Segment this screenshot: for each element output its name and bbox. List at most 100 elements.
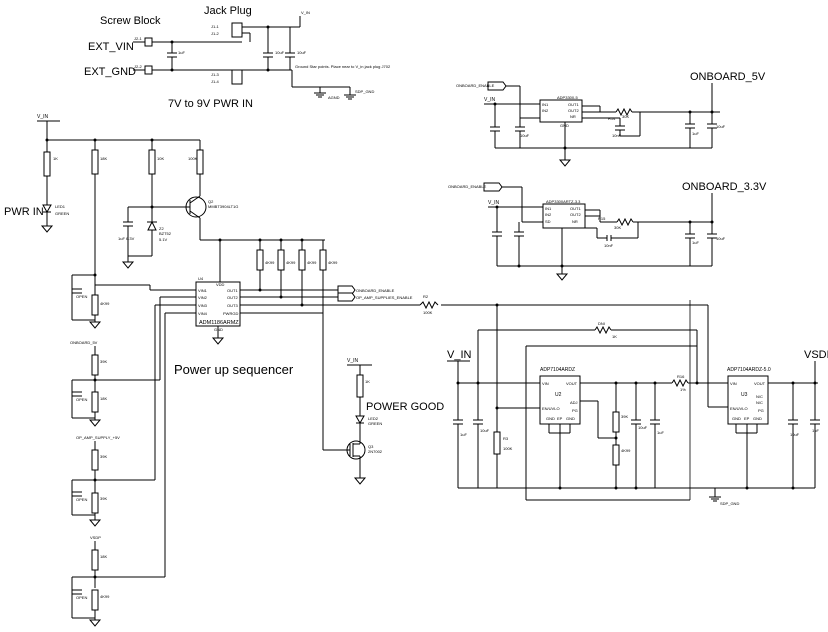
r16-ref: R16 xyxy=(677,374,685,379)
r19-value: 4K99 xyxy=(100,301,110,306)
gnd-led1 xyxy=(40,225,54,233)
r14-value: 30K xyxy=(622,114,629,119)
r20-resistor xyxy=(91,354,99,376)
r26-resistor xyxy=(91,589,99,611)
ldo-33v-part: ADP3300ARTZ-3.3 xyxy=(546,199,581,204)
r3-value: 100K xyxy=(503,446,513,451)
c34-value: 10uF xyxy=(520,133,530,138)
u3-pin-vin: VIN xyxy=(730,381,737,386)
screw-pin-2-label: J2-2 xyxy=(134,64,143,69)
r-pu3-val: 4K99 xyxy=(307,260,317,265)
c29-value: OPEN xyxy=(76,397,87,402)
v-in-5v-label: V_IN xyxy=(484,97,496,103)
u2-ref: U2 xyxy=(555,392,562,398)
onboard-33v-label: ONBOARD_3.3V xyxy=(682,181,767,193)
ldo5-pin-out1: OUT1 xyxy=(568,102,579,107)
enable-flag-33v xyxy=(483,182,503,192)
ldo33-pin-in2: IN2 xyxy=(545,212,552,217)
u3-pin-gnd: GND xyxy=(732,416,741,421)
ldo5-pin-out2: OUT2 xyxy=(568,108,579,113)
sdp-gnd-label: SDP_GND xyxy=(355,89,374,94)
c17-value: 10uF xyxy=(638,425,648,430)
r3-ref: R3 xyxy=(503,436,509,441)
r12-resistor xyxy=(612,411,620,433)
op-amp-enable-label: OP_AMP_SUPPLIES_ENABLE xyxy=(356,295,413,300)
r24-resistor xyxy=(91,449,99,471)
screw-pin-1 xyxy=(144,37,153,47)
led2-ref: LED2 xyxy=(368,416,379,421)
seq-ref: U4 xyxy=(198,276,204,281)
r-pu2-val: 4K99 xyxy=(286,260,296,265)
r15-resistor xyxy=(616,217,634,227)
c27-value: OPEN xyxy=(76,497,87,502)
c16-value: 1uF xyxy=(657,430,664,435)
r-pg-resistor xyxy=(356,374,364,398)
r-divider-top xyxy=(91,149,99,175)
r13-value: 4K99 xyxy=(621,448,631,453)
power-good-label: POWER GOOD xyxy=(366,401,444,413)
pwr-in-label: PWR IN xyxy=(4,206,44,218)
r3-resistor xyxy=(493,431,501,455)
r-zener-feed xyxy=(148,149,156,175)
onboard-enable-label: ONBOARD_ENABLE xyxy=(356,288,395,293)
gnd-r19 xyxy=(88,321,102,329)
ldo5-pin-nr: NR xyxy=(570,114,576,119)
v-in-pg-label: V_IN xyxy=(347,358,359,364)
c30-value: 10nF xyxy=(604,243,614,248)
led2-symbol xyxy=(355,415,365,425)
c-out33-value: 10uF xyxy=(716,236,726,241)
sdp-gnd2-label: SDP_GND xyxy=(720,501,739,506)
jack-plug-bottom xyxy=(231,69,243,85)
v-in-vsdp-label: V_IN xyxy=(447,349,472,361)
led1-color: GREEN xyxy=(55,211,69,216)
sequencer-ic xyxy=(195,281,241,327)
dni-label: DNI xyxy=(598,321,605,326)
r-pg-value: 1K xyxy=(365,379,370,384)
ldo33-pin-sd: SD xyxy=(545,219,551,224)
r20-value: 39K xyxy=(100,359,107,364)
ldo5-pin-in1: IN1 xyxy=(542,102,549,107)
r-pullup-3 xyxy=(298,249,306,271)
seq-pin-vin3: VIN3 xyxy=(198,303,208,308)
op-amp-enable-flag xyxy=(337,292,356,302)
r2-value: 100K xyxy=(423,310,433,315)
r27-value: 18K xyxy=(100,554,107,559)
u2-part: ADP7104ARDZ xyxy=(540,367,575,373)
u2-pin-en: EN/UVLO xyxy=(542,406,560,411)
q2-ref: Q2 xyxy=(208,199,214,204)
seq-pin-out3: OUT3 xyxy=(227,303,238,308)
seq-pin-vin1: VIN1 xyxy=(198,288,208,293)
seq-pin-vdd: VDD xyxy=(216,282,225,287)
onboard-enable-5v-label: ONBOARD_ENABLE xyxy=(456,83,495,88)
c-out5-value: 10uF xyxy=(716,124,726,129)
c12-value: 1uF xyxy=(460,432,467,437)
c28-value: OPEN xyxy=(76,595,87,600)
pwr-range-label: 7V to 9V PWR IN xyxy=(168,98,253,110)
c2-value: 10uF xyxy=(297,50,307,55)
q3-ref: Q3 xyxy=(368,444,374,449)
seq-pin-out1: OUT1 xyxy=(227,288,238,293)
r-led-resistor xyxy=(43,151,51,177)
r2-ref: R2 xyxy=(423,294,429,299)
u3-pin-gnd2: GND xyxy=(753,416,762,421)
r25-value: 39K xyxy=(100,496,107,501)
r-div-top-value: 18K xyxy=(100,156,107,161)
led2-color: GREEN xyxy=(368,421,382,426)
r19-resistor xyxy=(91,294,99,316)
ldo-5v-part: ADP3300-5 xyxy=(557,95,578,100)
ldo33-pin-in1: IN1 xyxy=(545,206,552,211)
r15-value: 30K xyxy=(614,225,621,230)
jack-pin-3-label: J1-3 xyxy=(211,72,220,77)
onboard-enable-33v-label: ONBOARD_ENABLE xyxy=(448,184,487,189)
c22-value: 1uF xyxy=(812,428,819,433)
u2-pin-vin: VIN xyxy=(542,381,549,386)
jack-pin-1-label: J1-1 xyxy=(211,24,220,29)
r-pullup-2 xyxy=(277,249,285,271)
gnd-q3 xyxy=(353,477,367,485)
r2-resistor xyxy=(419,300,439,310)
c-out33b-value: 1uF xyxy=(692,240,699,245)
v-in-33v-label: V_IN xyxy=(488,200,500,206)
r-pullup-1 xyxy=(256,249,264,271)
screw-pin-2 xyxy=(144,65,153,75)
